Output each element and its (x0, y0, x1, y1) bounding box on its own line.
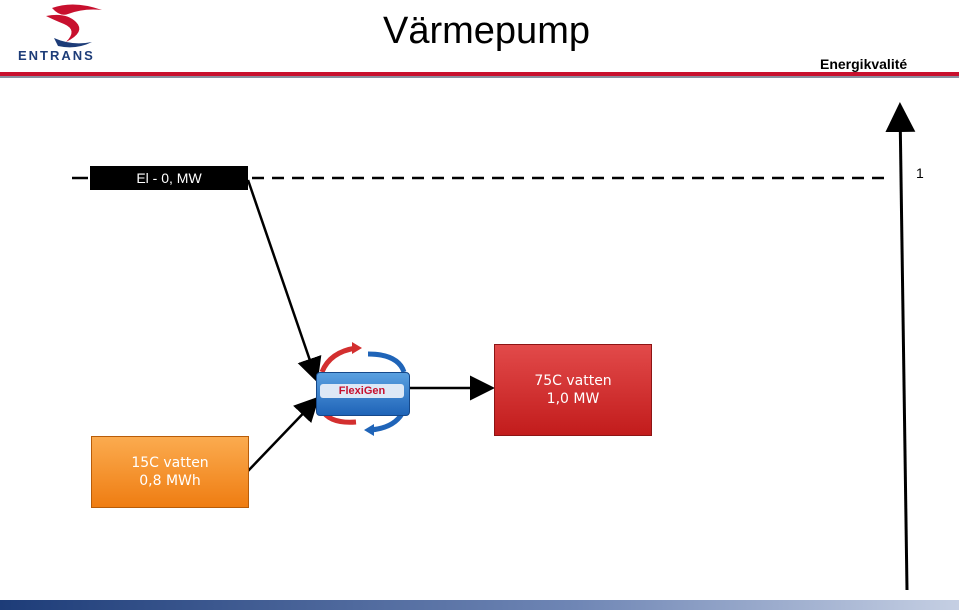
quality-level-marker: 1 (916, 165, 924, 181)
quality-axis-arrow (885, 102, 916, 591)
heat-pump-name: FlexiGen (320, 384, 404, 398)
cold-water-value: 0,8 MWh (139, 473, 201, 489)
entrans-logo (14, 2, 124, 68)
cycle-arrow-blue-icon (367, 351, 407, 373)
hot-water-label: 75C vatten (534, 373, 612, 389)
hot-water-value: 1,0 MW (546, 391, 600, 407)
quality-axis-label: Energikvalité (820, 56, 908, 72)
hot-water-box: 75C vatten 1,0 MW (494, 344, 652, 436)
cold-water-arrow (246, 396, 320, 473)
page-title: Värmepump (383, 10, 590, 52)
footer-rule (0, 600, 959, 610)
electricity-label: El - 0, MW (90, 166, 248, 190)
cold-water-box: 15C vatten 0,8 MWh (91, 436, 249, 508)
header-rule (0, 72, 959, 76)
cold-water-label: 15C vatten (131, 455, 209, 471)
header-rule-secondary (0, 76, 959, 78)
cycle-arrow-red-icon (319, 345, 357, 374)
electricity-arrow (246, 179, 322, 383)
logo-text: ENTRANS (18, 48, 95, 63)
